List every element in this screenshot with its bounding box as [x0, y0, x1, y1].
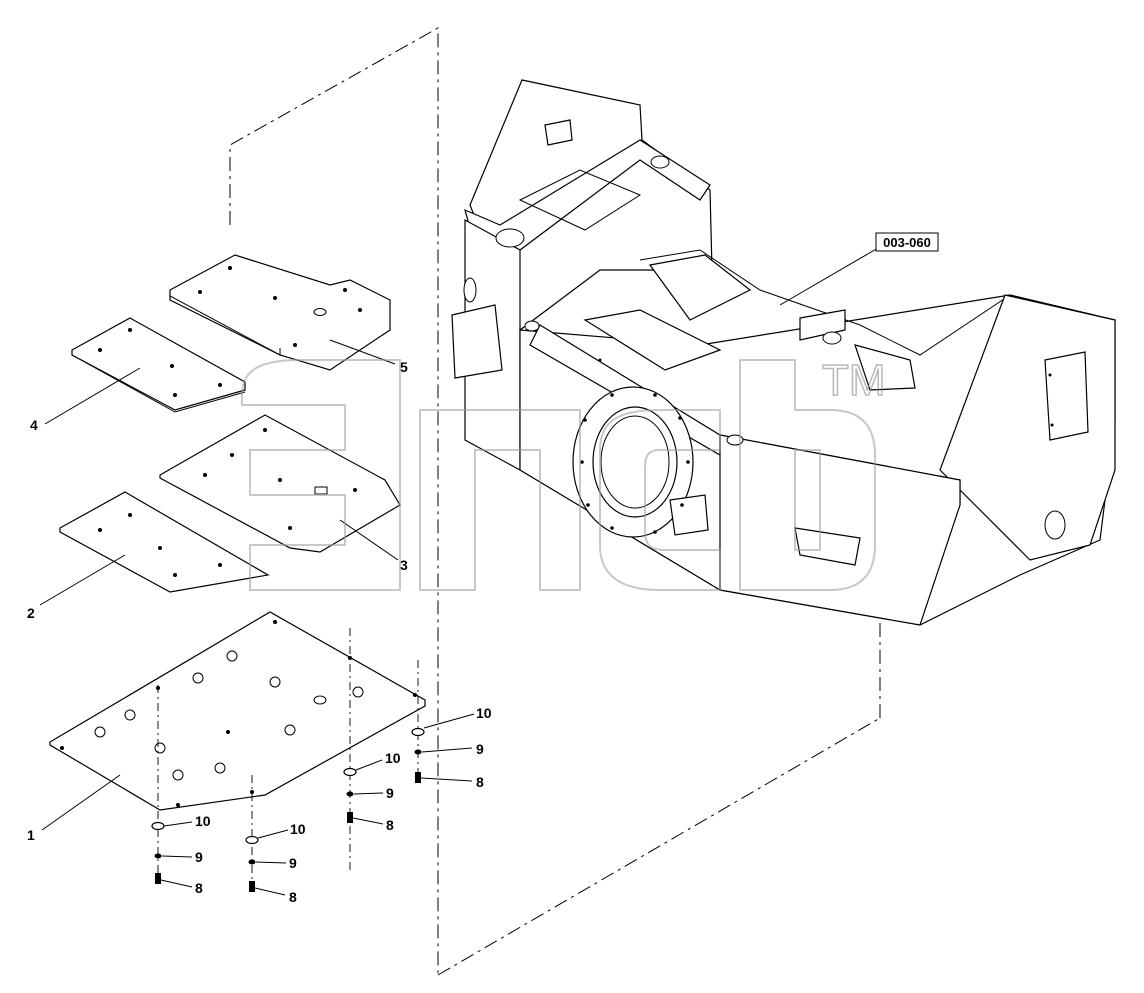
callout-10-d: 10 [476, 705, 492, 721]
callout-2: 2 [27, 605, 35, 621]
fastener-stack-b [245, 835, 259, 892]
watermark-trademark: TM [822, 356, 886, 405]
callout-9-d: 9 [476, 741, 484, 757]
frame-assembly [451, 79, 1116, 626]
callout-8-c: 8 [386, 817, 394, 833]
part-5-plate [169, 254, 391, 371]
part-4-plate [71, 317, 246, 413]
plate-studs [94, 650, 364, 781]
callout-9-c: 9 [386, 785, 394, 801]
reference-label-text: 003-060 [883, 235, 931, 250]
reference-label: 003-060 [779, 232, 939, 306]
callout-4: 4 [30, 417, 38, 433]
part-1-plate [49, 611, 426, 811]
callout-5: 5 [400, 359, 408, 375]
callout-10-c: 10 [385, 750, 401, 766]
callout-10-a: 10 [195, 813, 211, 829]
part-2-plate [59, 491, 270, 593]
callout-3: 3 [400, 557, 408, 573]
callout-9-b: 9 [289, 855, 297, 871]
fastener-stack-d [411, 727, 425, 783]
callout-8-b: 8 [289, 889, 297, 905]
callout-1: 1 [27, 827, 35, 843]
part-3-plate [159, 414, 401, 553]
fastener-centerlines [157, 628, 419, 890]
callout-10-b: 10 [290, 821, 306, 837]
callout-9-a: 9 [195, 849, 203, 865]
watermark-logo: TM [241, 355, 886, 591]
callout-8-a: 8 [195, 880, 203, 896]
fastener-stack-c [343, 767, 357, 823]
callout-8-d: 8 [476, 774, 484, 790]
